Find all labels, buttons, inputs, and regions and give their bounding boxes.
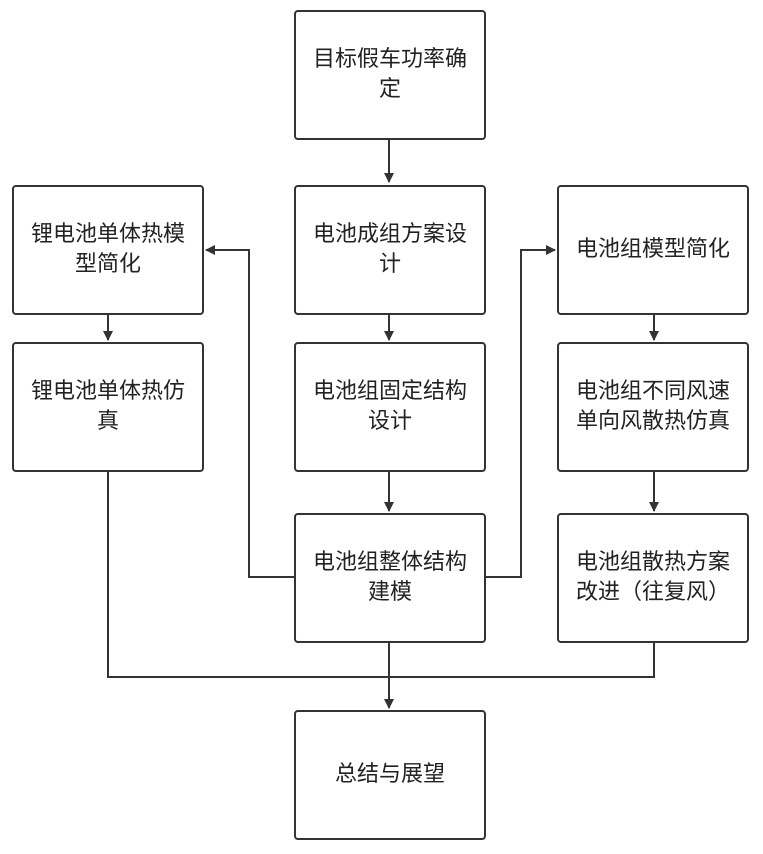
node-overall-model-label: 电池组整体结构建模 — [312, 550, 467, 605]
node-summary-label: 总结与展望 — [334, 762, 445, 787]
node-pack-design-label: 电池成组方案设计 — [312, 222, 467, 277]
node-pack-model-simplify: 电池组模型简化 — [557, 185, 749, 315]
node-pack-wind-sim: 电池组不同风速单向风散热仿真 — [557, 342, 749, 472]
line-improve-to-merge — [389, 643, 655, 678]
line-cell-sim-to-merge — [107, 472, 389, 678]
node-pack-improve: 电池组散热方案改进（往复风） — [557, 513, 749, 643]
node-cell-thermal-sim: 锂电池单体热仿真 — [12, 342, 204, 472]
node-pack-improve-label: 电池组散热方案改进（往复风） — [575, 550, 730, 605]
node-cell-model-simplify-label: 锂电池单体热模型简化 — [30, 222, 185, 277]
node-pack-wind-sim-label: 电池组不同风速单向风散热仿真 — [575, 379, 730, 434]
node-fixing-structure: 电池组固定结构设计 — [294, 342, 486, 472]
arrow-overall-model-to-pack-simplify — [486, 245, 556, 578]
node-summary: 总结与展望 — [294, 710, 486, 840]
node-cell-model-simplify: 锂电池单体热模型简化 — [12, 185, 204, 315]
node-cell-thermal-sim-label: 锂电池单体热仿真 — [30, 379, 185, 434]
node-pack-model-simplify-label: 电池组模型简化 — [575, 237, 730, 262]
node-target-power: 目标假车功率确定 — [294, 10, 486, 140]
node-fixing-structure-label: 电池组固定结构设计 — [312, 379, 467, 434]
node-overall-model: 电池组整体结构建模 — [294, 513, 486, 643]
arrow-overall-model-to-cell-simplify — [205, 245, 294, 578]
node-pack-design: 电池成组方案设计 — [294, 185, 486, 315]
node-target-power-label: 目标假车功率确定 — [312, 47, 467, 102]
